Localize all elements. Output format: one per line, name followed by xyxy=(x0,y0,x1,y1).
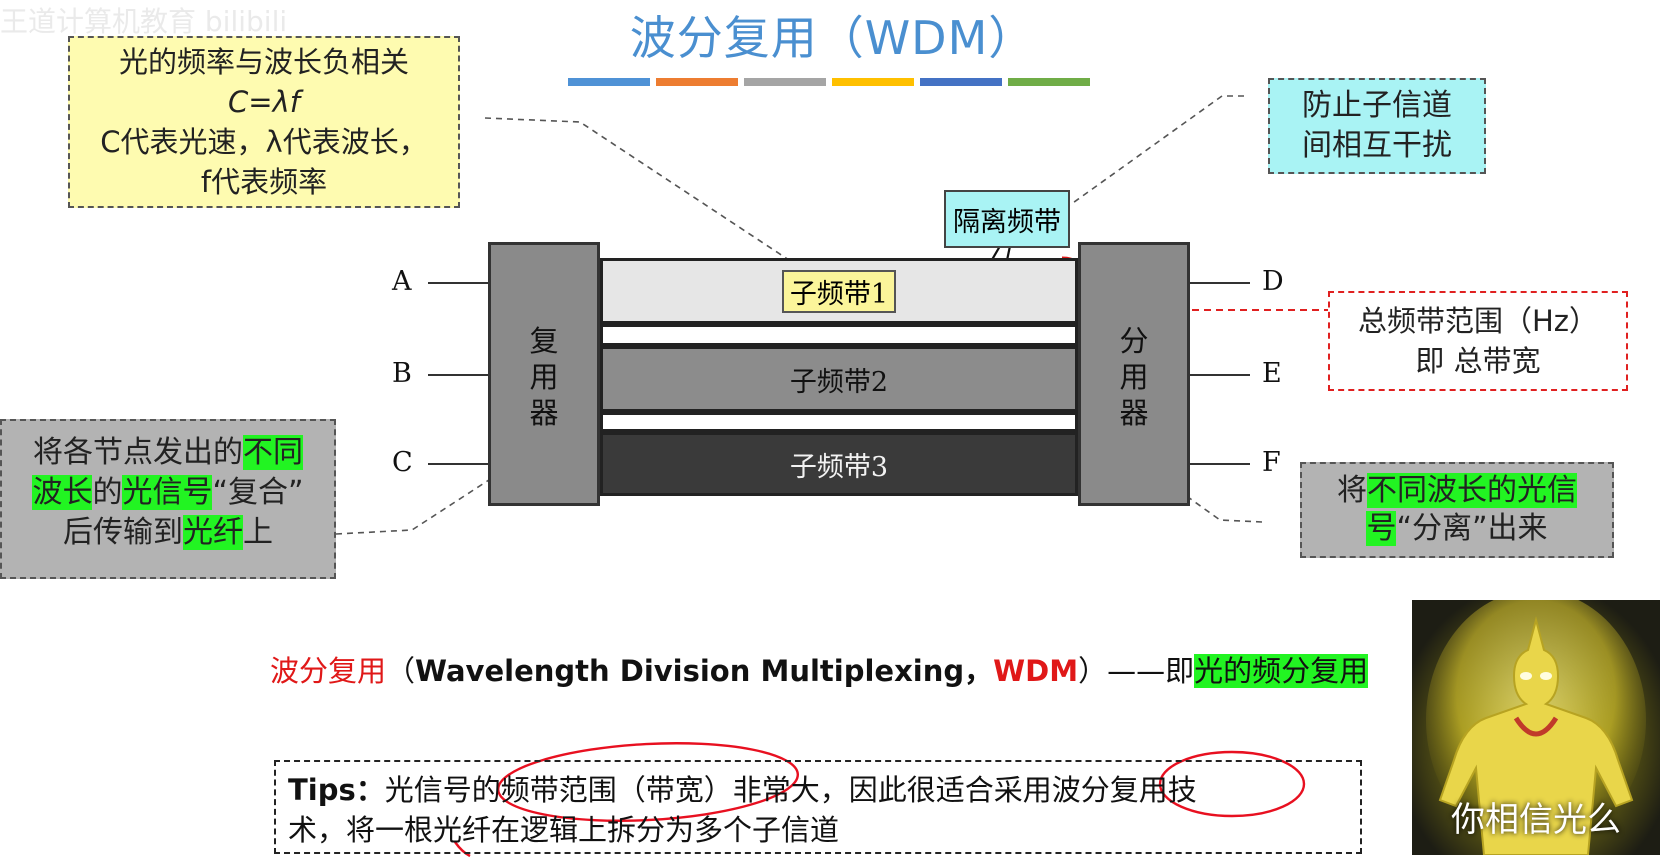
note-line: 间相互干扰 xyxy=(1302,128,1452,163)
guard-purpose-note: 防止子信道 间相互干扰 xyxy=(1268,78,1486,174)
port-e: E xyxy=(1262,358,1282,389)
port-f: F xyxy=(1262,447,1281,478)
glowing-figure-icon xyxy=(1426,600,1646,855)
color-bar-2 xyxy=(656,78,738,86)
label-char: 复 xyxy=(529,324,559,358)
handwritten-mark xyxy=(454,841,471,858)
tips-line-1: Tips：光信号的频带范围（带宽）非常大，因此很适合采用波分复用技 xyxy=(288,770,1348,810)
note-line: 光的频率与波长负相关 xyxy=(118,45,409,79)
guard-band-1 xyxy=(600,324,1078,346)
sub-band-3: 子频带3 xyxy=(600,432,1078,496)
highlight: 号 xyxy=(1366,511,1397,546)
meme-caption: 你相信光么 xyxy=(1451,800,1621,840)
handwritten-circle-bandwidth xyxy=(496,742,800,822)
tips-line-2: 术，将一根光纤在逻辑上拆分为多个子信道 xyxy=(288,813,840,847)
note-line: 将各节点发出的不同 xyxy=(2,433,334,473)
sub-band-2: 子频带2 xyxy=(600,346,1078,412)
color-bar-6 xyxy=(1008,78,1090,86)
slide-title: 波分复用（WDM） xyxy=(629,11,1036,65)
label-char: 用 xyxy=(529,360,559,394)
port-a: A xyxy=(392,266,412,297)
sub-band-1: 子频带1 xyxy=(600,258,1078,324)
note-line: 号“分离”出来 xyxy=(1302,510,1612,548)
tips-box: Tips：光信号的频带范围（带宽）非常大，因此很适合采用波分复用技 术，将一根光… xyxy=(274,760,1362,854)
label-char: 器 xyxy=(529,396,559,430)
mux-description-note: 将各节点发出的不同 波长的光信号“复合” 后传输到光纤上 xyxy=(0,419,336,579)
text: 上 xyxy=(243,515,273,550)
note-line: 即 总带宽 xyxy=(1415,344,1541,378)
text: 将 xyxy=(1337,473,1367,508)
note-line: f代表频率 xyxy=(200,165,328,199)
text: ）——即 xyxy=(1078,654,1195,688)
port-b: B xyxy=(392,358,412,389)
frequency-wavelength-note: 光的频率与波长负相关 C=λf C代表光速，λ代表波长， f代表频率 xyxy=(68,36,460,208)
note-line: 将不同波长的光信 xyxy=(1302,472,1612,510)
title-color-bars xyxy=(568,78,1090,86)
sub-band-1-label: 子频带1 xyxy=(781,269,897,313)
guard-band-label: 隔离频带 xyxy=(944,190,1070,248)
note-line: 防止子信道 xyxy=(1302,88,1452,123)
tips-label: Tips： xyxy=(288,773,385,807)
watermark: 王道计算机教育 bilibili xyxy=(0,5,288,38)
leader-demux-note xyxy=(1124,451,1263,523)
wdm-definition: 波分复用（Wavelength Division Multiplexing，WD… xyxy=(270,648,1369,690)
color-bar-1 xyxy=(568,78,650,86)
note-line: 波长的光信号“复合” xyxy=(2,473,334,513)
guard-band-2 xyxy=(600,412,1078,432)
leader-mux-note xyxy=(335,449,536,535)
note-line: C代表光速，λ代表波长， xyxy=(100,125,428,159)
demultiplexer-box: 分 用 器 xyxy=(1078,242,1190,506)
color-bar-4 xyxy=(832,78,914,86)
text: “复合” xyxy=(212,475,304,510)
wdm-term: 波分复用 xyxy=(270,654,387,688)
wdm-english: Wavelength Division Multiplexing， xyxy=(415,654,994,688)
demux-description-note: 将不同波长的光信 号“分离”出来 xyxy=(1300,462,1614,558)
wdm-abbr: WDM xyxy=(993,654,1079,688)
text: 将各节点发出的 xyxy=(33,435,243,470)
note-line: 总频带范围（Hz） xyxy=(1357,304,1599,338)
text: 的 xyxy=(92,475,123,510)
color-bar-5 xyxy=(920,78,1002,86)
handwritten-circle-wdm xyxy=(1158,750,1306,818)
label-char: 用 xyxy=(1119,360,1149,394)
total-band-note: 总频带范围（Hz） 即 总带宽 xyxy=(1328,291,1628,391)
highlight: 波长 xyxy=(32,475,93,510)
leader-frequency-note xyxy=(484,117,796,265)
demultiplexer-label: 分 用 器 xyxy=(1081,323,1187,431)
color-bar-3 xyxy=(744,78,826,86)
label-char: 器 xyxy=(1119,396,1149,430)
port-c: C xyxy=(392,447,413,478)
formula-line: C=λf xyxy=(228,85,300,119)
text: “分离”出来 xyxy=(1396,511,1548,546)
meme-image: 你相信光么 xyxy=(1412,600,1660,855)
highlight: 不同波长的光信 xyxy=(1367,473,1577,508)
tips-text: 光信号的频带范围（带宽）非常大，因此很适合采用波分复用技 xyxy=(384,773,1197,807)
multiplexer-label: 复 用 器 xyxy=(491,323,597,431)
wdm-highlight: 光的频分复用 xyxy=(1194,654,1369,688)
note-line: 后传输到光纤上 xyxy=(2,513,334,553)
multiplexer-box: 复 用 器 xyxy=(488,242,600,506)
text: （ xyxy=(386,654,416,688)
highlight: 不同 xyxy=(243,435,303,470)
highlight: 光纤 xyxy=(183,515,243,550)
label-char: 分 xyxy=(1119,324,1149,358)
highlight: 光信号 xyxy=(122,475,213,510)
text: 后传输到 xyxy=(63,515,183,550)
port-d: D xyxy=(1262,266,1284,297)
leader-guard-note xyxy=(1069,95,1244,206)
